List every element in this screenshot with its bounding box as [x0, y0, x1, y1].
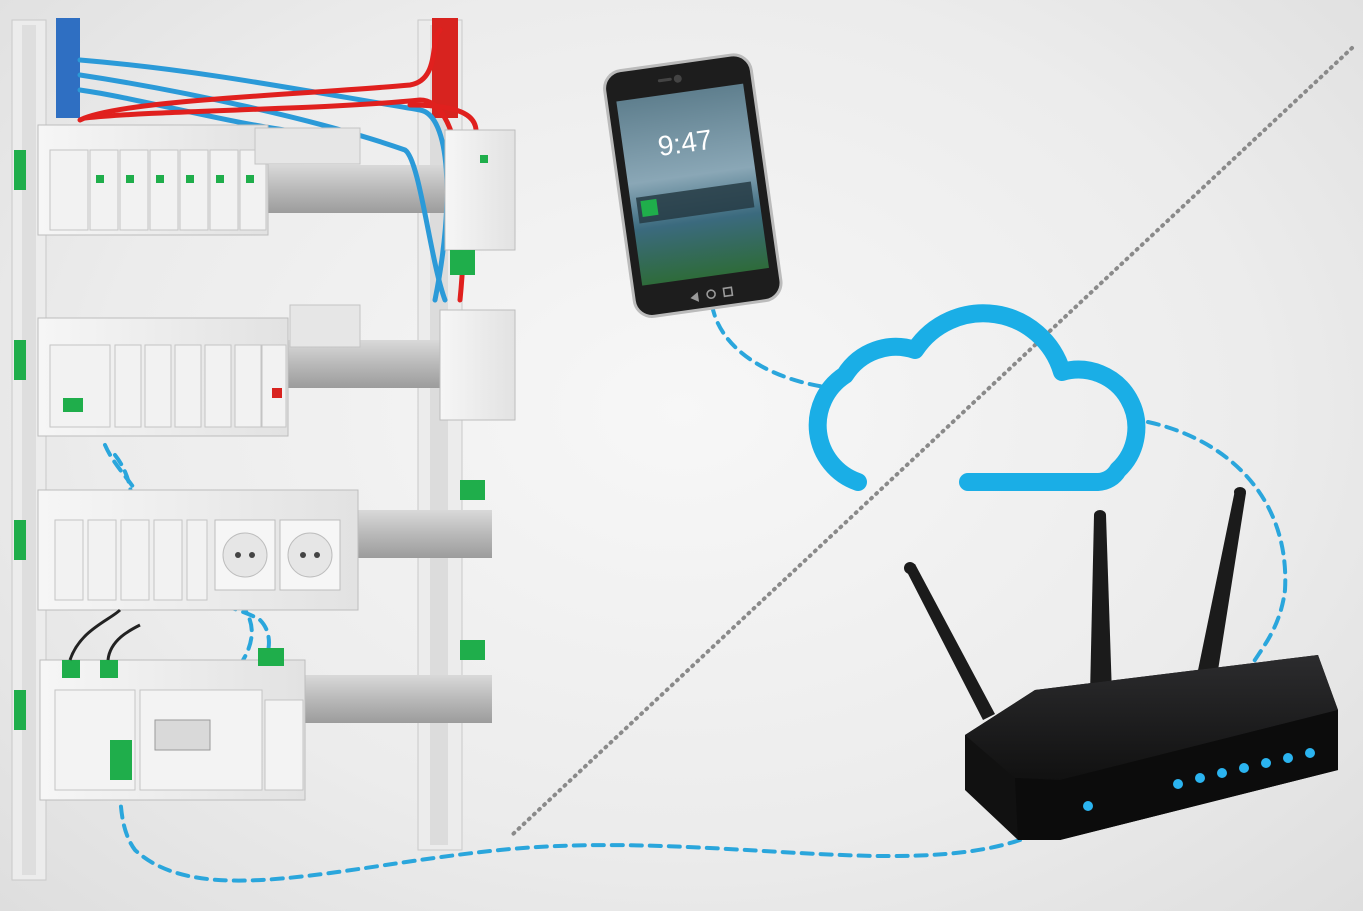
smartphone-icon: 9:47 — [603, 53, 783, 318]
link-router-to-panel — [118, 773, 1022, 883]
phone-screen — [616, 83, 769, 286]
router-led-5 — [1239, 763, 1249, 773]
router-antenna-center — [1090, 515, 1112, 695]
smart-energy-module — [39, 608, 485, 801]
breaker-row-2 — [37, 304, 516, 437]
cloud-icon — [808, 304, 1146, 491]
phone-camera — [673, 74, 682, 83]
phone-lockscreen-time: 9:47 — [656, 124, 714, 162]
breaker-row-1 — [37, 124, 516, 251]
router-led-4 — [1217, 768, 1227, 778]
breaker-row-3 — [37, 480, 485, 611]
router-led-3 — [1195, 773, 1205, 783]
qr-code-tag — [110, 740, 132, 780]
router-led-6 — [1261, 758, 1271, 768]
diagonal-divider-line — [510, 46, 1354, 837]
link-phone-to-cloud — [710, 303, 834, 390]
router-antenna-right — [1196, 490, 1246, 683]
lcd-display — [154, 719, 211, 751]
phone-notification — [635, 181, 755, 224]
router-antenna-left — [905, 564, 995, 720]
wifi-router-icon — [904, 487, 1338, 840]
link-cloud-to-router — [1146, 420, 1288, 670]
neutral-terminal-block — [56, 18, 80, 118]
router-led-1 — [1083, 801, 1093, 811]
router-led-2 — [1173, 779, 1183, 789]
router-led-8 — [1305, 748, 1315, 758]
electrical-panel-icon — [11, 18, 516, 881]
router-led-7 — [1283, 753, 1293, 763]
